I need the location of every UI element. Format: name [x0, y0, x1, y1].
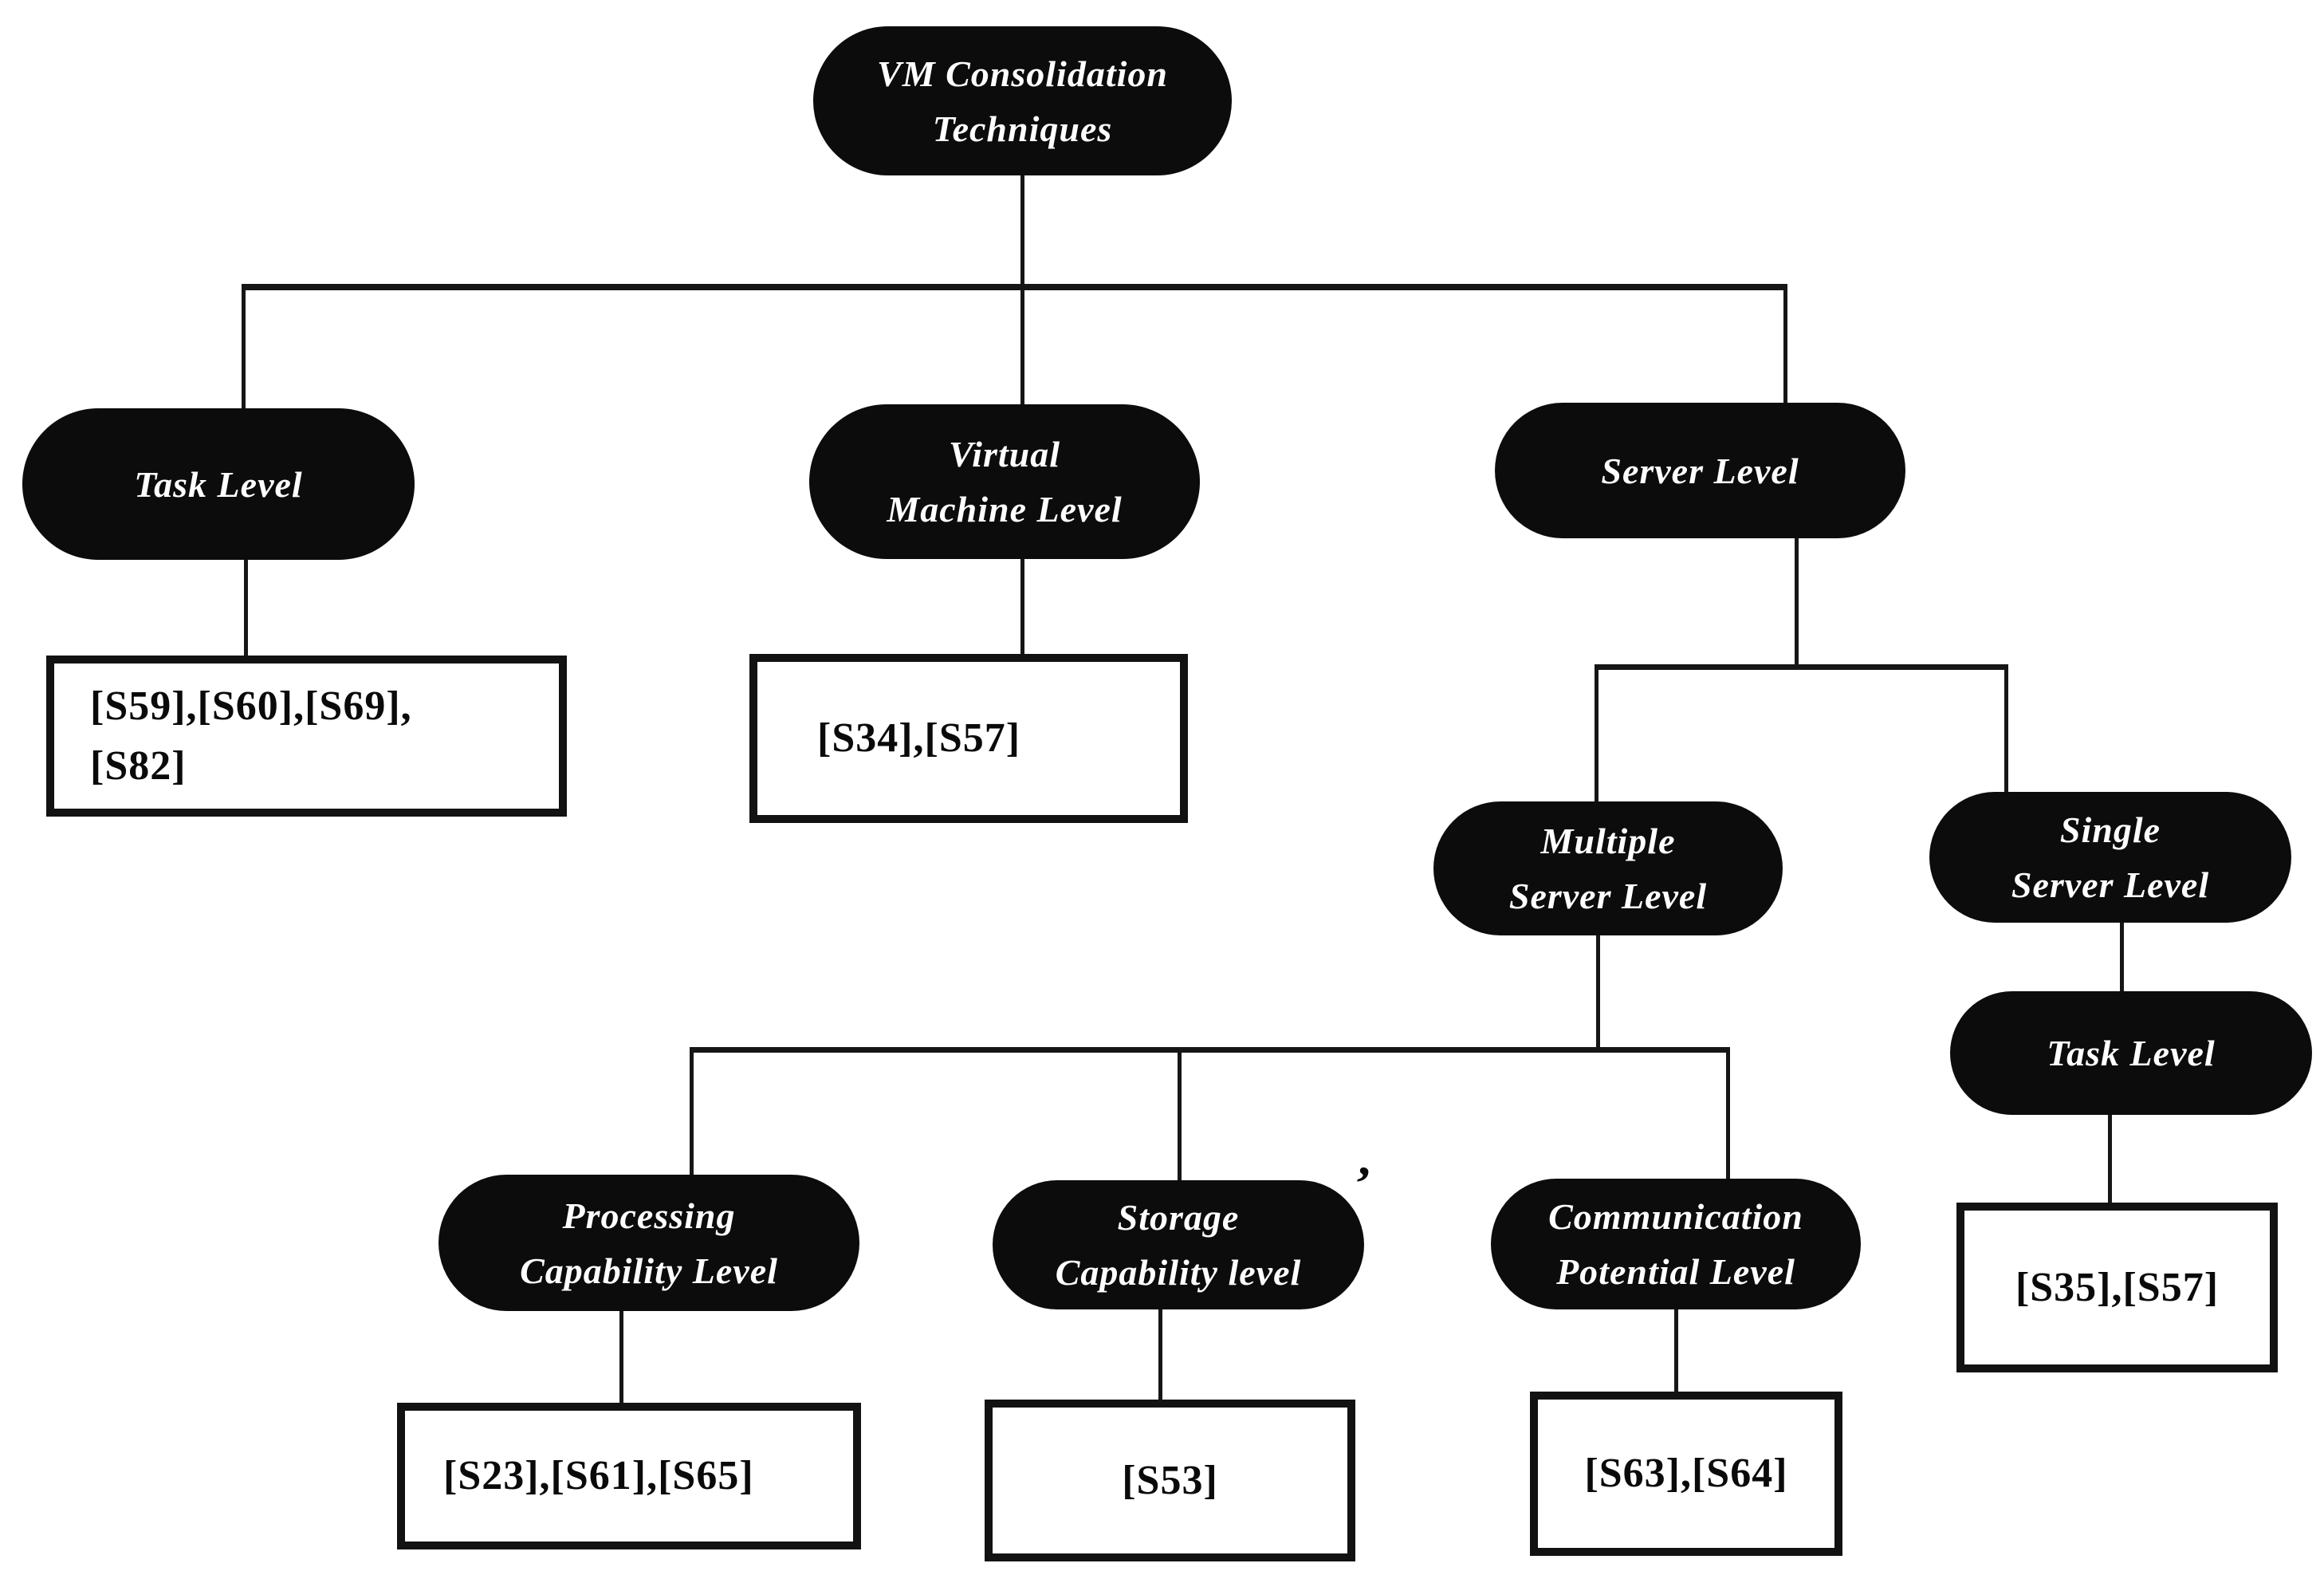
edge-drop-processing-capability [690, 1047, 694, 1176]
refbox-storage-capability-level: [S53] [985, 1400, 1355, 1561]
node-label-virtual-machine-level: Virtual Machine Level [887, 434, 1123, 530]
edge-single-server-to-task-level [2120, 921, 2124, 994]
edge-drop-single-server-level [2004, 664, 2008, 793]
ref-label-storage-capability-level: [S53] [1122, 1457, 1218, 1503]
node-label-processing-capability-level: Processing Capability Level [520, 1195, 778, 1291]
ref-label-task-level: [S59],[S60],[S69], [S82] [90, 683, 412, 789]
edge-multiple-server-stem [1596, 934, 1600, 1052]
node-processing-capability-level: Processing Capability Level [438, 1175, 859, 1311]
ref-label-processing-capability-level: [S23],[S61],[S65] [443, 1453, 754, 1499]
node-task-level-single-server: Task Level [1950, 991, 2312, 1115]
node-server-level: Server Level [1495, 403, 1905, 538]
edge-processing-to-refs [619, 1308, 623, 1407]
edge-drop-communication-potential [1726, 1047, 1730, 1181]
node-task-level: Task Level [22, 408, 415, 560]
edge-drop-multiple-server-level [1595, 664, 1598, 803]
node-label-task-level-single-server: Task Level [2047, 1033, 2216, 1073]
node-label-server-level: Server Level [1601, 450, 1799, 491]
refbox-task-level-single-server: [S35],[S57] [1956, 1203, 2278, 1372]
edge-server-split-horizontal [1595, 664, 2008, 670]
node-storage-capability-level: Storage Capability level [993, 1180, 1364, 1309]
edge-drop-virtual-machine-level [1020, 284, 1024, 407]
edge-drop-storage-capability [1178, 1047, 1182, 1183]
edge-root-stem [1020, 174, 1024, 290]
refbox-communication-potential-level: [S63],[S64] [1530, 1392, 1842, 1556]
edge-top-split-horizontal [242, 284, 1787, 290]
node-label-storage-capability-level: Storage Capability level [1055, 1197, 1302, 1293]
edge-multiple-split-horizontal [690, 1047, 1730, 1053]
refbox-task-level: [S59],[S60],[S69], [S82] [46, 656, 567, 817]
ref-label-virtual-machine-level: [S34],[S57] [817, 715, 1021, 762]
node-label-multiple-server-level: Multiple Server Level [1508, 821, 1708, 916]
node-virtual-machine-level: Virtual Machine Level [809, 404, 1200, 559]
edge-storage-to-refs [1158, 1308, 1162, 1404]
edge-server-level-stem [1795, 537, 1799, 669]
edge-task-level-single-to-refs [2108, 1113, 2112, 1206]
node-communication-potential-level: Communication Potential Level [1491, 1179, 1861, 1309]
node-single-server-level: Single Server Level [1929, 792, 2291, 923]
node-multiple-server-level: Multiple Server Level [1433, 801, 1783, 935]
stray-apostrophe-mark: ’ [1350, 1156, 1374, 1213]
node-label-single-server-level: Single Server Level [2011, 809, 2210, 905]
node-label-vm-consolidation-techniques: VM Consolidation Techniques [877, 53, 1168, 149]
edge-drop-task-level [242, 284, 246, 410]
ref-label-communication-potential-level: [S63],[S64] [1584, 1451, 1788, 1497]
node-vm-consolidation-techniques: VM Consolidation Techniques [813, 26, 1232, 175]
node-label-communication-potential-level: Communication Potential Level [1548, 1196, 1803, 1292]
edge-drop-server-level [1783, 284, 1787, 405]
ref-label-task-level-single-server: [S35],[S57] [2015, 1264, 2220, 1310]
edge-vm-level-to-refs [1020, 557, 1024, 657]
edge-communication-to-refs [1674, 1308, 1678, 1396]
node-label-task-level: Task Level [134, 463, 303, 505]
refbox-processing-capability-level: [S23],[S61],[S65] [397, 1403, 861, 1549]
edge-task-level-to-refs [244, 558, 248, 659]
refbox-virtual-machine-level: [S34],[S57] [749, 654, 1188, 823]
